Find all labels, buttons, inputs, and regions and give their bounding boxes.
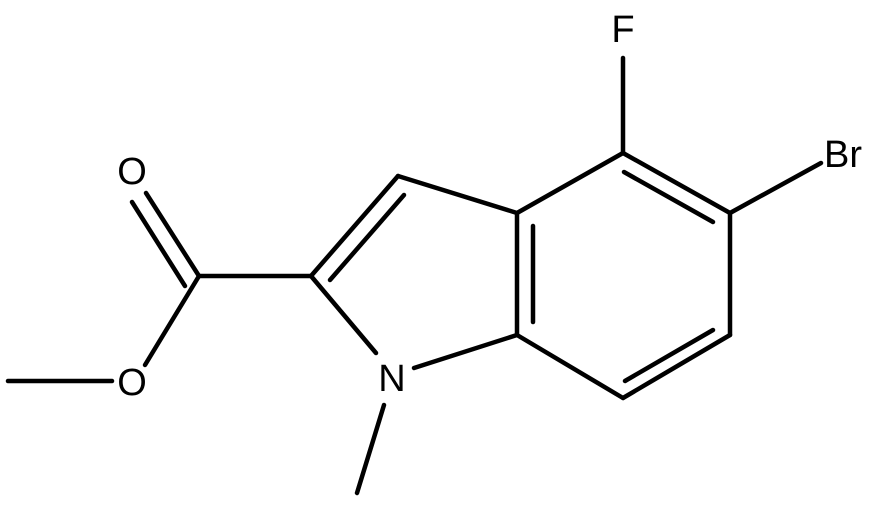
bond-carbonyl-c-o xyxy=(143,190,202,279)
atom-fluorine: F xyxy=(611,9,635,51)
atom-ester-oxygen: O xyxy=(117,362,147,404)
bond-c3-c2-inner xyxy=(327,192,407,283)
atom-bromine: Br xyxy=(824,134,862,176)
bond-c5-br xyxy=(727,160,824,216)
bond-c3-c2 xyxy=(308,173,401,279)
bond-n1-methyl xyxy=(354,402,387,496)
bond-c7-c7a xyxy=(514,332,626,401)
atom-carbonyl-oxygen: O xyxy=(117,151,147,193)
bond-carbonyl-c-o-ester xyxy=(142,273,202,368)
bond-c2-n1 xyxy=(308,273,379,356)
bond-carbonyl-c-o-double xyxy=(129,199,188,289)
bond-n1-c7a xyxy=(411,332,520,371)
bond-c4-c5 xyxy=(620,150,733,216)
bond-c6-c7 xyxy=(620,332,733,401)
bond-c6-c7-inner xyxy=(622,327,716,384)
atom-nitrogen: N xyxy=(378,358,406,400)
bond-c4-c5-inner xyxy=(621,169,716,225)
bond-c3a-c3 xyxy=(395,173,520,216)
bond-c3a-c4 xyxy=(514,150,626,216)
